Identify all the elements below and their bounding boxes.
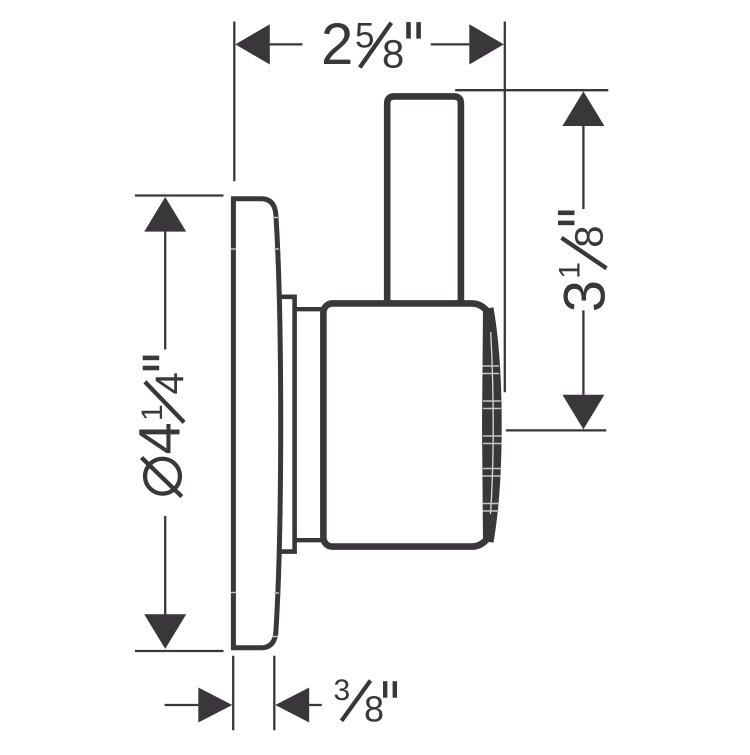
svg-text:3: 3 bbox=[334, 674, 351, 707]
svg-text:8: 8 bbox=[567, 226, 611, 248]
svg-text:8: 8 bbox=[364, 688, 384, 729]
svg-text:8: 8 bbox=[382, 32, 404, 76]
svg-text:2: 2 bbox=[321, 12, 353, 77]
svg-text:1: 1 bbox=[136, 404, 169, 421]
svg-text:4: 4 bbox=[148, 372, 192, 394]
svg-text:4: 4 bbox=[128, 422, 193, 454]
svg-text:1: 1 bbox=[553, 262, 586, 279]
svg-text:5: 5 bbox=[355, 16, 374, 55]
svg-text:3: 3 bbox=[552, 280, 617, 312]
